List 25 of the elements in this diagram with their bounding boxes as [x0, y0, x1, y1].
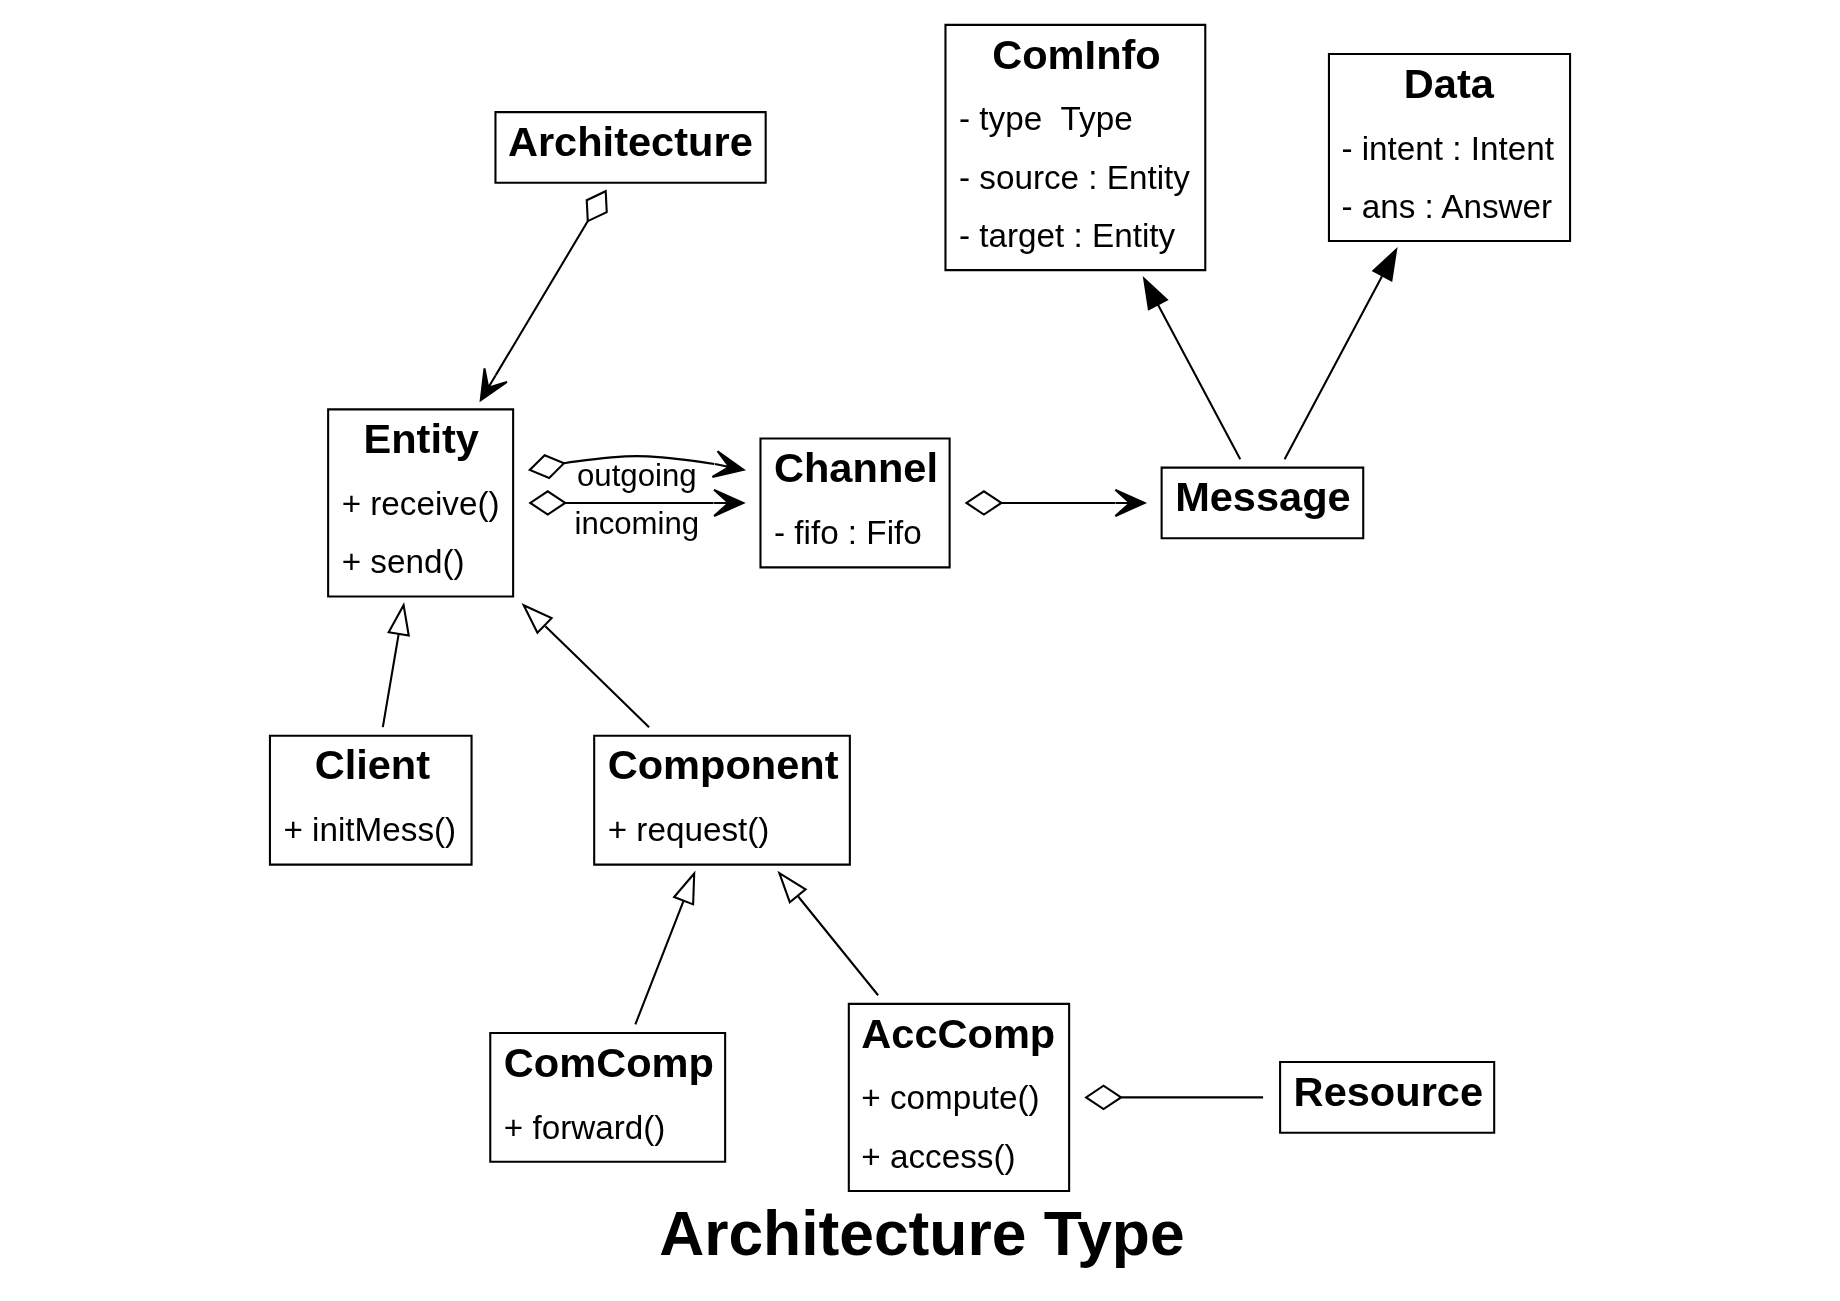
arrow	[381, 602, 411, 728]
edge-label: outgoing	[577, 458, 697, 494]
edge-label: incoming	[574, 506, 700, 542]
arrow	[634, 870, 696, 1025]
connector	[1084, 1084, 1264, 1111]
node-box: Entity + receive() + send()	[327, 408, 515, 598]
arrow	[1283, 247, 1398, 460]
arrow	[777, 870, 879, 996]
node-box: Channel - fifo : Fifo	[759, 437, 951, 569]
diagram-title: Architecture Type	[659, 1199, 1185, 1269]
arrow	[479, 189, 608, 402]
node-box: ComComp + forward()	[489, 1031, 727, 1163]
node-box: AccComp + compute() + access()	[847, 1002, 1071, 1192]
node-box: Component + request()	[593, 734, 851, 866]
arrow	[528, 488, 745, 518]
node-box: Message	[1160, 466, 1365, 540]
node-box: Resource	[1279, 1061, 1496, 1134]
node-box: Client + initMess()	[268, 734, 473, 866]
arrow	[527, 450, 745, 480]
arrow	[521, 603, 650, 728]
node-box: Architecture	[494, 111, 767, 184]
arrow	[964, 488, 1146, 518]
node-box: Data - intent : Intent - ans : Answer	[1327, 52, 1572, 243]
arrow	[1142, 276, 1242, 460]
node-box: ComInfo - type Type - source : Entity - target : Entity	[944, 23, 1207, 272]
